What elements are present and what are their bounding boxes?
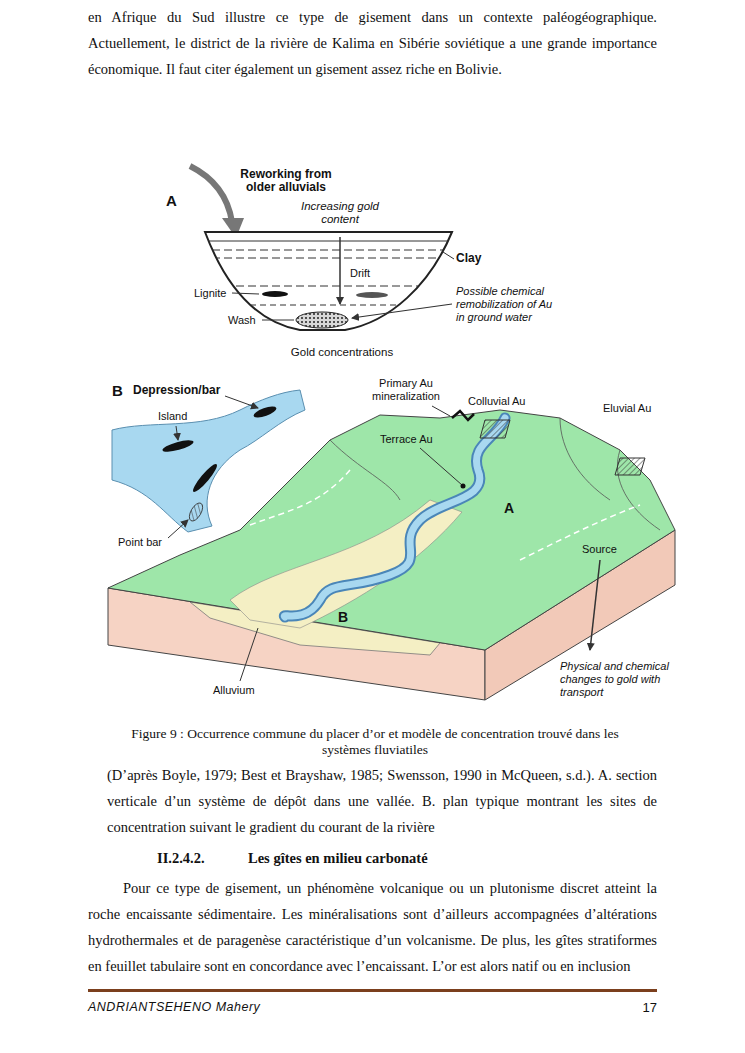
- part-label: Eluvial Au: [603, 402, 651, 415]
- part-label: Terrace Au: [380, 433, 433, 446]
- water-surface: [205, 231, 452, 233]
- part-label: Island: [158, 410, 187, 423]
- lignite-leader: [232, 293, 259, 294]
- part-letter: A: [166, 192, 177, 210]
- point-bar-arrow: [168, 520, 188, 538]
- transport-arrow: [590, 560, 600, 650]
- point-bar: [187, 501, 206, 523]
- eluvial-box: [615, 458, 645, 475]
- layer-label: Lignite: [194, 287, 226, 300]
- footer-rule: [88, 989, 657, 992]
- part-label: Colluvial Au: [468, 395, 525, 408]
- depression-bar: [252, 404, 277, 420]
- part-label: Increasing gold content: [298, 200, 382, 226]
- location-letter: B: [338, 609, 348, 626]
- part-label: Reworking from older alluvials: [238, 168, 334, 194]
- river: [284, 418, 505, 617]
- part-label: Gold concentrations: [262, 345, 422, 359]
- part-label: Source: [582, 543, 617, 556]
- section-number: II.2.4.2.: [157, 850, 205, 867]
- primary-vein: [452, 411, 474, 420]
- primary-leader: [432, 406, 450, 416]
- terrace-point: [461, 484, 466, 489]
- layer-label: Drift: [350, 267, 370, 280]
- terrace-leader: [420, 448, 462, 485]
- depression-arrow: [225, 396, 258, 408]
- remobilization-arrow: [352, 304, 452, 318]
- colluvial-box: [480, 420, 510, 438]
- figure-caption: Figure 9 : Occurrence commune du placer …: [120, 726, 630, 758]
- gold-concentration: [296, 312, 348, 328]
- layer-line: [200, 250, 460, 251]
- valley-section: [190, 166, 460, 330]
- section-heading: Les gîtes en milieu carbonaté: [248, 850, 428, 867]
- rework-arrow: [190, 166, 232, 222]
- lignite-lens: [262, 291, 288, 297]
- gold-gradient-arrow: [339, 237, 341, 304]
- river-plan: [112, 390, 305, 532]
- ridge-line: [560, 418, 610, 500]
- part-label: Alluvium: [213, 684, 255, 697]
- page-number: 17: [620, 1000, 657, 1016]
- layer-label: Wash: [228, 314, 256, 327]
- layer-line: [200, 286, 460, 287]
- layer-label: Clay: [456, 251, 481, 265]
- island: [162, 438, 195, 454]
- part-label: Depression/bar: [133, 383, 220, 397]
- wash-leader: [262, 320, 294, 321]
- location-letter: A: [504, 500, 514, 517]
- layer-line: [200, 241, 460, 242]
- valley-layers: [200, 241, 460, 305]
- drift-lens: [356, 292, 388, 298]
- island: [190, 462, 219, 495]
- alluvium-leader: [240, 628, 258, 681]
- process-note: Possible chemical remobilization of Au i…: [456, 285, 556, 324]
- layer-line: [200, 305, 460, 306]
- ridge-line: [330, 440, 400, 500]
- part-label: Primary Au mineralization: [362, 377, 450, 403]
- valley-outline: [205, 232, 452, 330]
- clay-leader: [443, 252, 454, 259]
- part-label: Point bar: [118, 536, 162, 549]
- divide-line: [250, 470, 350, 525]
- part-letter: B: [112, 382, 123, 400]
- footer-author: ANDRIANTSEHENO Mahery: [88, 1000, 260, 1015]
- divide-line: [520, 505, 640, 560]
- river-plan-inset: [112, 390, 305, 538]
- layer-line: [200, 258, 460, 259]
- process-note: Physical and chemical changes to gold wi…: [560, 660, 674, 699]
- river-bank: [284, 418, 505, 617]
- source-paragraph: (D’après Boyle, 1979; Best et Brayshaw, …: [107, 762, 657, 840]
- body-paragraph: Pour ce type de gisement, un phénomène v…: [88, 875, 657, 979]
- body-paragraph: en Afrique du Sud illustre ce type de gi…: [88, 4, 657, 82]
- island-arrow: [176, 426, 178, 440]
